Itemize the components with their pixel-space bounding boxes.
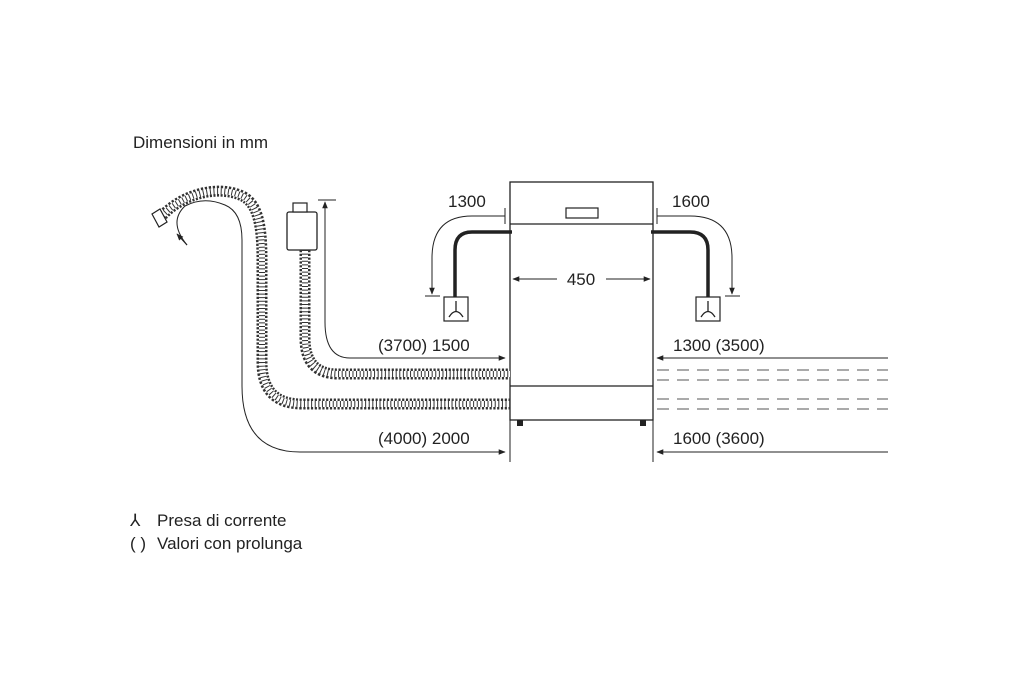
- width-dimension: 450: [512, 270, 651, 289]
- drain-hose: (4000) 2000: [151, 185, 510, 455]
- legend: ⅄ Presa di corrente ( ) Valori con prolu…: [129, 511, 303, 553]
- drain-hose-left-length: (4000) 2000: [378, 429, 470, 448]
- socket-legend-label: Presa di corrente: [157, 511, 286, 530]
- dishwasher-body: [509, 181, 654, 426]
- inlet-hose-left-length: (3700) 1500: [378, 336, 470, 355]
- left-power-cable-length: 1300: [448, 192, 486, 211]
- left-power-cable: 1300: [425, 192, 512, 322]
- aquastop-valve: [286, 211, 318, 251]
- inlet-hose-right-length: 1300 (3500): [673, 336, 765, 355]
- control-panel-display: [565, 207, 599, 219]
- extension-legend-symbol: ( ): [130, 534, 146, 553]
- right-power-cable: 1600: [651, 192, 740, 322]
- inlet-hose: (3700) 1500: [286, 199, 510, 380]
- foot-right: [640, 420, 646, 426]
- width-label: 450: [567, 270, 595, 289]
- socket-legend-symbol: ⅄: [129, 511, 141, 530]
- extension-legend-label: Valori con prolunga: [157, 534, 303, 553]
- drain-hose-right-length: 1600 (3600): [673, 429, 765, 448]
- diagram-title: Dimensioni in mm: [133, 133, 268, 152]
- right-power-cable-length: 1600: [672, 192, 710, 211]
- right-hose-dimensions: 1300 (3500) 1600 (3600): [509, 336, 888, 462]
- foot-left: [517, 420, 523, 426]
- drain-hose-nozzle: [151, 208, 168, 228]
